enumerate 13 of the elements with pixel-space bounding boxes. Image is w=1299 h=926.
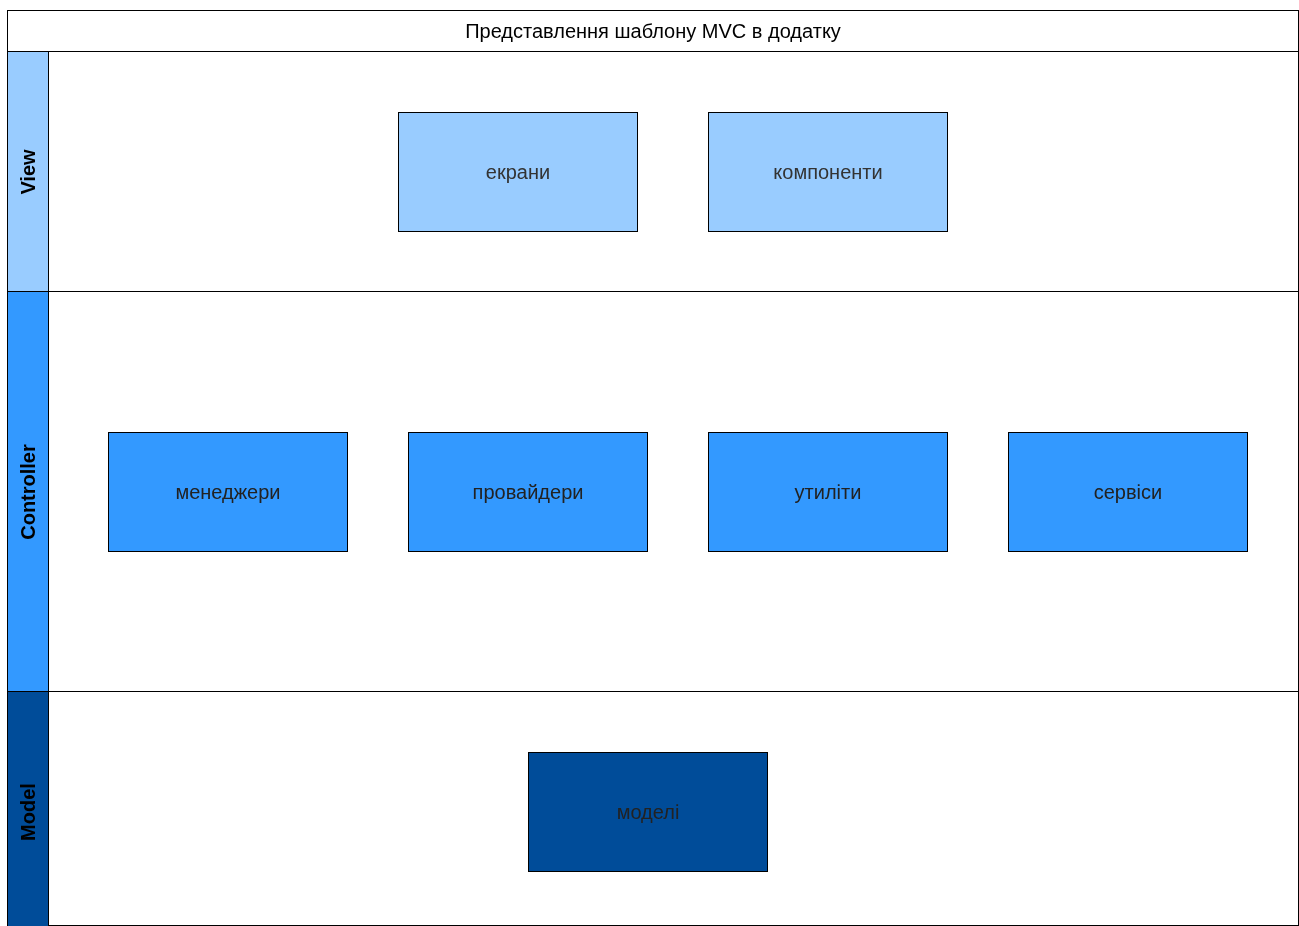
- lane-title: View: [16, 148, 40, 195]
- lane-title: Controller: [16, 443, 40, 540]
- process-box: утиліти: [708, 432, 948, 552]
- swimlane: [8, 691, 1299, 926]
- process-box: провайдери: [408, 432, 648, 552]
- process-box: моделі: [528, 752, 768, 872]
- swimlane: [8, 291, 1299, 691]
- process-box: сервіси: [1008, 432, 1248, 552]
- process-box: менеджери: [108, 432, 348, 552]
- lane-title: Model: [16, 782, 40, 841]
- pool-frame: [7, 10, 1299, 926]
- process-box: компоненти: [708, 112, 948, 232]
- process-box: екрани: [398, 112, 638, 232]
